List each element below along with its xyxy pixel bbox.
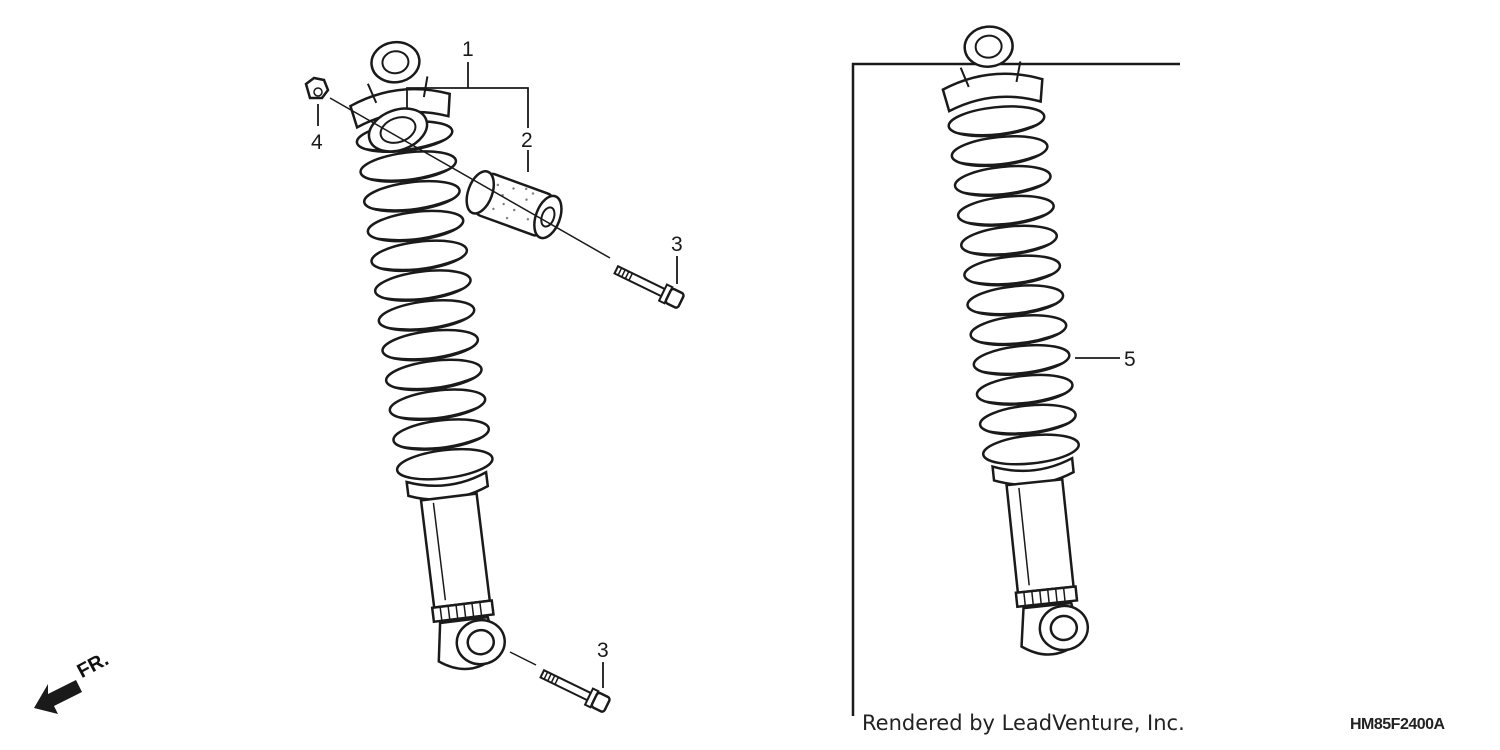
- callout-3-lower: 3: [597, 639, 609, 662]
- rubber-bushing: [465, 170, 563, 240]
- callout-5: 5: [1124, 348, 1136, 371]
- callout-4: 4: [311, 131, 323, 154]
- lower-axis-line: [509, 651, 537, 666]
- assembly-axis-line: [329, 97, 611, 259]
- front-direction-arrow-icon: [34, 680, 82, 714]
- leader-lines: [317, 62, 1120, 688]
- alternate-shock-absorber: [935, 20, 1104, 661]
- callout-3-upper: 3: [671, 233, 683, 256]
- callout-1: 1: [462, 38, 474, 61]
- upper-bolt: [611, 260, 687, 311]
- upper-mount-ring: [367, 107, 429, 153]
- flange-nut: [304, 76, 330, 100]
- diagram-code: HM85F2400A: [1350, 716, 1445, 733]
- lower-bolt: [537, 664, 613, 715]
- callout-2: 2: [521, 129, 533, 152]
- alternate-part-frame: [851, 62, 1180, 716]
- render-credit: Rendered by LeadVenture, Inc.: [862, 711, 1185, 735]
